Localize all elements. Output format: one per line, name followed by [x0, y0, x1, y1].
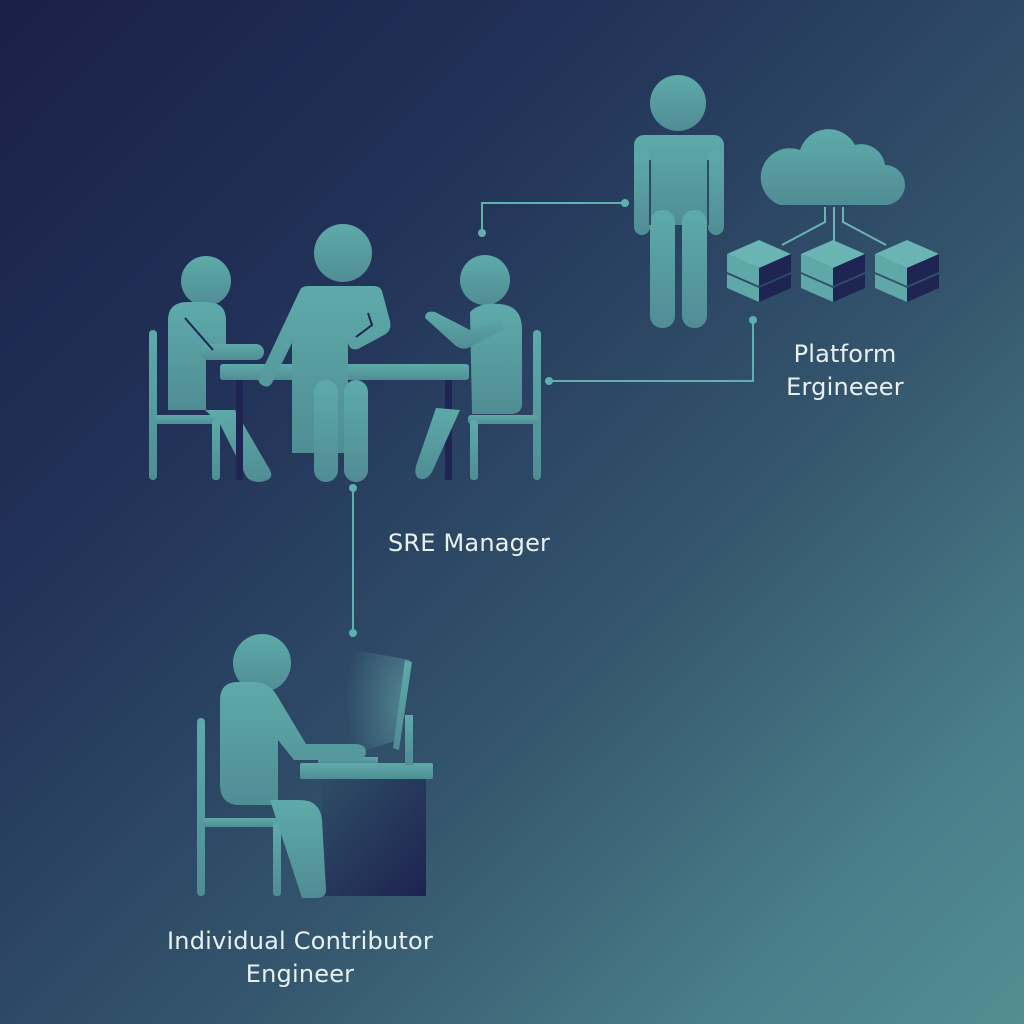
arm-outline: [355, 312, 374, 338]
label-line: Individual Contributor: [167, 927, 433, 955]
label-line: Engineer: [245, 960, 355, 988]
label-line: Platform: [793, 340, 897, 368]
connector-sre-to-ic: [349, 484, 357, 637]
sre-manager-label: SRE Manager: [368, 527, 598, 560]
arm-outline: [184, 317, 214, 351]
label-line: Ergineeer: [786, 373, 904, 401]
server-icon: [727, 240, 939, 302]
label-line: SRE Manager: [388, 529, 551, 557]
cloud-network-lines: [781, 207, 887, 246]
connector-sre-to-platform-lower: [545, 316, 757, 385]
team-meeting-icon: [149, 224, 541, 482]
individual-contributor-label: Individual Contributor Engineer: [120, 925, 480, 991]
standing-person-arm-lines: [649, 160, 709, 225]
connector-sre-to-platform-upper: [478, 199, 629, 237]
person-at-computer-icon: [197, 634, 433, 898]
cloud-icon: [760, 129, 905, 205]
platform-engineer-label: Platform Ergineeer: [760, 338, 930, 404]
standing-person-icon: [634, 75, 724, 328]
